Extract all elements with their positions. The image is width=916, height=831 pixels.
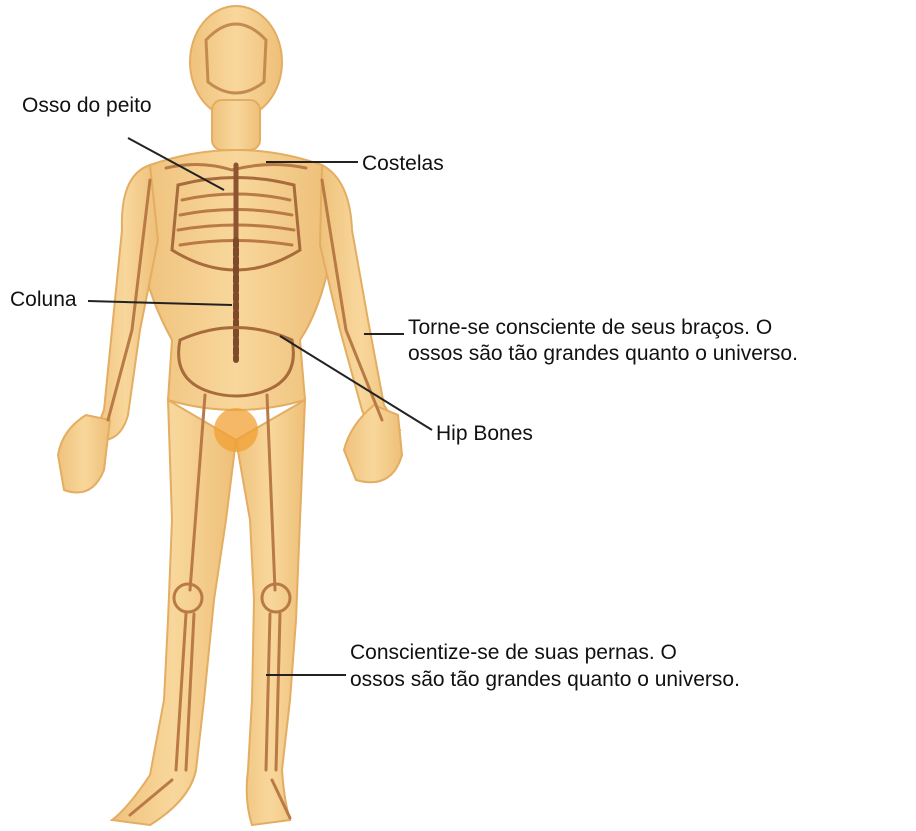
label-sternum: Osso do peito [22, 94, 152, 118]
pelvic-highlight [214, 408, 258, 452]
label-arms-line2: ossos são tão grandes quanto o universo. [408, 342, 798, 366]
label-ribs: Costelas [362, 152, 444, 176]
label-legs-line1: Conscientize-se de suas pernas. O [350, 641, 677, 665]
label-hip: Hip Bones [436, 422, 533, 446]
label-legs-line2: ossos são tão grandes quanto o universo. [350, 668, 740, 692]
label-arms-line1: Torne-se consciente de seus braços. O [408, 316, 772, 340]
label-spine: Coluna [10, 288, 77, 312]
